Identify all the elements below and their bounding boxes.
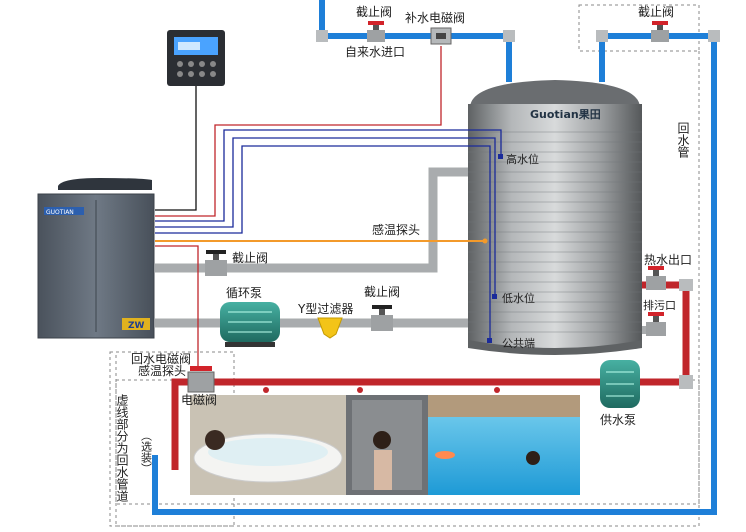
label-high-level: 高水位 [506,152,539,166]
supply-pump-icon [600,360,640,408]
pipe-elbow [503,30,515,42]
low-level-wire [155,137,496,296]
stop-valve-icon [205,250,227,276]
label-common-end: 公共端 [502,337,535,350]
pipe-joint [263,387,269,393]
label-drain-outlet: 排污口 [643,298,676,312]
return-water-pipe [152,33,717,515]
return-solenoid-valve-icon [187,366,215,393]
common-probe [487,338,492,343]
dashed-frame-bottom [115,379,700,527]
hot-outlet-pipe [155,167,488,273]
pipe-elbow [596,30,608,42]
unit-logo: GUOTIAN [46,209,74,216]
label-dashed-note: 虚线部分为回水管道 [115,394,129,502]
label-optional: （选装） [140,430,153,474]
heat-pump-unit-icon: GUOTIAN ZW [37,178,155,339]
label-supply-pump: 供水泵 [600,413,636,427]
common-wire [155,145,491,340]
pipe-elbow [679,375,693,389]
labels: 截止阀 补水电磁阀 自来水进口 截止阀 回水管 高水位 感温探头 截止阀 循环泵… [115,5,692,502]
label-return-solenoid: 回水电磁阀 [131,351,191,366]
label-solenoid-valve: 电磁阀 [181,392,217,407]
controller-wire [155,80,197,211]
label-tap-inlet: 自来水进口 [345,45,405,59]
stop-valve-icon [651,21,669,42]
label-y-filter: Y型过滤器 [297,302,353,316]
pipe-elbow [679,279,693,291]
pipe-joint [494,387,500,393]
tank-top [470,80,640,108]
label-hot-water-outlet: 热水出口 [644,253,692,267]
low-level-probe [492,294,497,299]
scene-photo-icon [190,395,580,495]
label-stop-valve-top-right: 截止阀 [638,5,674,19]
pipe-elbow [708,30,720,42]
tank-logo: Guotian果田 [530,108,601,121]
label-temp-probe-return: 感温探头 [138,363,186,378]
pipe-elbow [316,30,328,42]
stop-valve-icon [646,266,666,290]
label-circulation-pump: 循环泵 [226,286,262,300]
water-tank: Guotian果田 [468,80,642,355]
high-level-wire [155,129,502,222]
label-return-pipe: 回水管 [676,122,690,159]
wall-controller-icon [167,30,225,86]
label-makeup-solenoid: 补水电磁阀 [405,10,465,25]
label-stop-valve-upper: 截止阀 [232,251,268,265]
unit-badge: ZW [128,321,145,331]
stop-valve-icon [646,312,666,336]
solenoid-wire [155,46,442,217]
pipe-joint [357,387,363,393]
stop-valve-icon [371,305,393,331]
high-level-probe [498,154,503,159]
tank-body [468,104,642,348]
label-stop-valve-top: 截止阀 [356,5,392,19]
label-low-level: 低水位 [502,291,535,305]
y-filter-icon [317,317,343,339]
makeup-solenoid-valve-icon [430,27,452,45]
tank-sensor-tip [482,238,488,244]
stop-valve-icon [367,21,385,42]
dashed-return-box-top [578,4,700,52]
return-solenoid-wire [155,245,199,370]
circulation-pump-icon [220,302,280,347]
label-temp-probe-tank: 感温探头 [372,222,420,237]
tap-water-pipe [319,0,512,82]
tank-bottom [468,340,642,355]
signal-wires [155,46,502,370]
label-stop-valve-lower: 截止阀 [364,285,400,299]
